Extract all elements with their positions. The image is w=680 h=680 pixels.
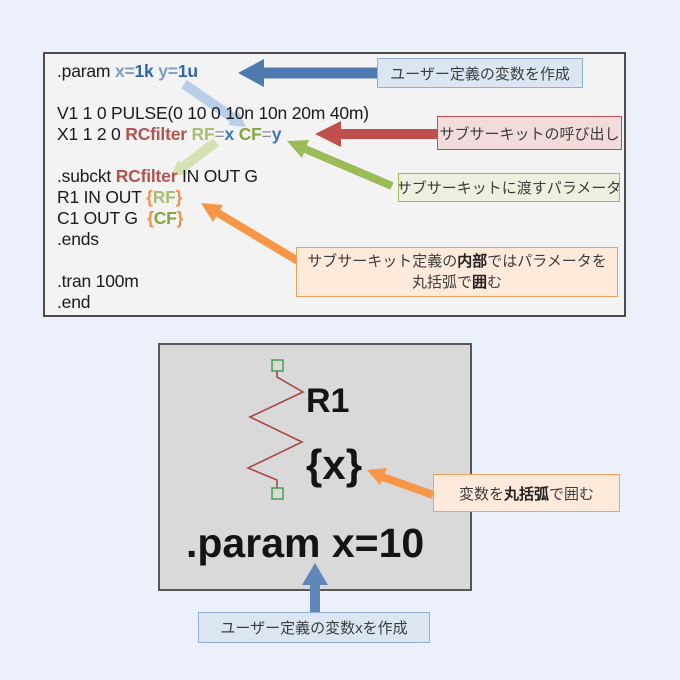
note-create-var: ユーザー定義の変数を作成 [377,58,583,88]
note-subckt-internal: サブサーキット定義の内部ではパラメータを 丸括弧で囲む [296,247,618,297]
note-wrap-braces: 変数を丸括弧で囲む [433,474,620,512]
netlist-code: .param x=1k y=1u V1 1 0 PULSE(0 10 0 10n … [57,61,369,313]
note-create-var-x: ユーザー定義の変数xを作成 [198,612,430,643]
code-line: .subckt RCfilter IN OUT G [57,166,258,186]
note-subckt-params-label: サブサーキットに渡すパラメータ [398,180,620,197]
note-subckt-call-label: サブサーキットの呼び出し [439,125,620,143]
note-create-var-label: ユーザー定義の変数を作成 [390,65,570,83]
resistor-designator: R1 [306,382,350,420]
schematic-panel [158,343,472,591]
code-line: X1 1 2 0 RCfilter RF=x CF=y [57,124,282,144]
code-line: .end [57,292,91,312]
code-line: C1 OUT G {CF} [57,208,184,228]
note-subckt-params: サブサーキットに渡すパラメータ [398,173,620,202]
code-line: .param x=1k y=1u [57,61,198,81]
note-wrap-braces-label: 変数を丸括弧で囲む [458,485,595,503]
code-line: .ends [57,229,99,249]
note-create-var-x-label: ユーザー定義の変数xを作成 [220,620,408,637]
code-line: .tran 100m [57,271,139,291]
note-subckt-call: サブサーキットの呼び出し [437,116,622,150]
code-line [57,145,369,166]
note-subckt-internal-line1: サブサーキット定義の内部ではパラメータを [307,253,607,270]
code-line: R1 IN OUT {RF} [57,187,183,207]
code-line [57,82,369,103]
note-subckt-internal-line2: 丸括弧で囲む [411,274,503,291]
resistor-value: {x} [306,441,363,488]
param-directive: .param x=10 [186,520,425,566]
code-line: V1 1 0 PULSE(0 10 0 10n 10n 20m 40m) [57,103,369,123]
